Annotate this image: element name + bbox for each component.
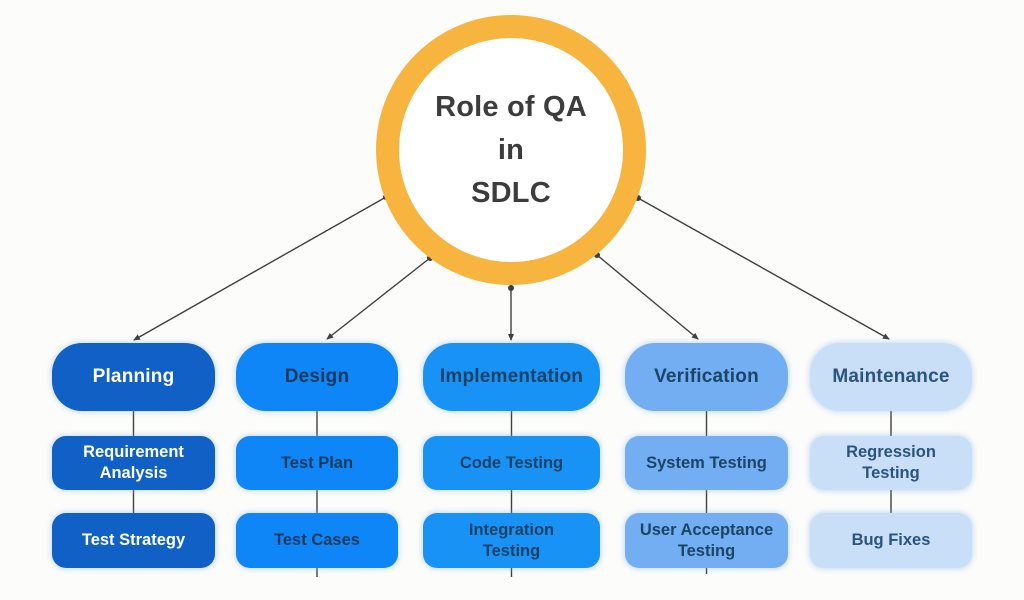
node-line: Regression <box>846 443 936 461</box>
node-design: Design <box>236 343 398 411</box>
node-line: Requirement <box>83 443 184 461</box>
center-circle: Role of QA in SDLC <box>376 15 646 285</box>
line-center-to-planning <box>133 196 387 341</box>
node-line: Testing <box>677 541 736 560</box>
title-line-3: SDLC <box>471 176 551 209</box>
line-center-to-design <box>326 257 431 340</box>
node-planning: Planning <box>52 343 215 411</box>
node-test-strategy: Test Strategy <box>52 513 215 568</box>
node-system-testing: System Testing <box>625 436 788 490</box>
node-test-cases: Test Cases <box>236 513 398 568</box>
node-verification: Verification <box>625 343 788 411</box>
node-code-testing: Code Testing <box>423 436 600 490</box>
node-line: Analysis <box>99 464 168 482</box>
node-line: Test Strategy <box>81 531 186 549</box>
diagram-title: Role of QA in SDLC <box>435 86 587 215</box>
node-test-plan: Test Plan <box>236 436 398 490</box>
node-label: Verification <box>654 366 759 387</box>
title-line-2: in <box>497 133 525 166</box>
title-line-1: Role of QA <box>435 90 587 123</box>
line-center-to-verification <box>596 254 699 340</box>
node-line: System Testing <box>646 453 767 472</box>
node-integration-testing: Integration Testing <box>423 513 600 568</box>
node-line: Test Cases <box>274 531 360 549</box>
node-line: Integration <box>468 520 555 539</box>
node-line: Bug Fixes <box>851 531 931 549</box>
node-requirement-analysis: Requirement Analysis <box>52 436 215 490</box>
node-line: Code Testing <box>459 453 564 472</box>
node-bug-fixes: Bug Fixes <box>810 513 972 568</box>
node-line: Test Plan <box>280 453 354 472</box>
node-implementation: Implementation <box>423 343 600 411</box>
node-label: Planning <box>92 366 175 387</box>
node-regression-testing: Regression Testing <box>810 436 972 490</box>
line-center-to-maintenance <box>637 197 890 340</box>
node-maintenance: Maintenance <box>810 343 972 411</box>
node-label: Implementation <box>439 366 584 387</box>
node-line: Testing <box>862 464 920 482</box>
node-user-acceptance-testing: User Acceptance Testing <box>625 513 788 568</box>
node-line: User Acceptance <box>639 520 774 539</box>
node-line: Testing <box>482 541 541 560</box>
node-label: Design <box>284 366 350 387</box>
node-label: Maintenance <box>832 366 950 387</box>
